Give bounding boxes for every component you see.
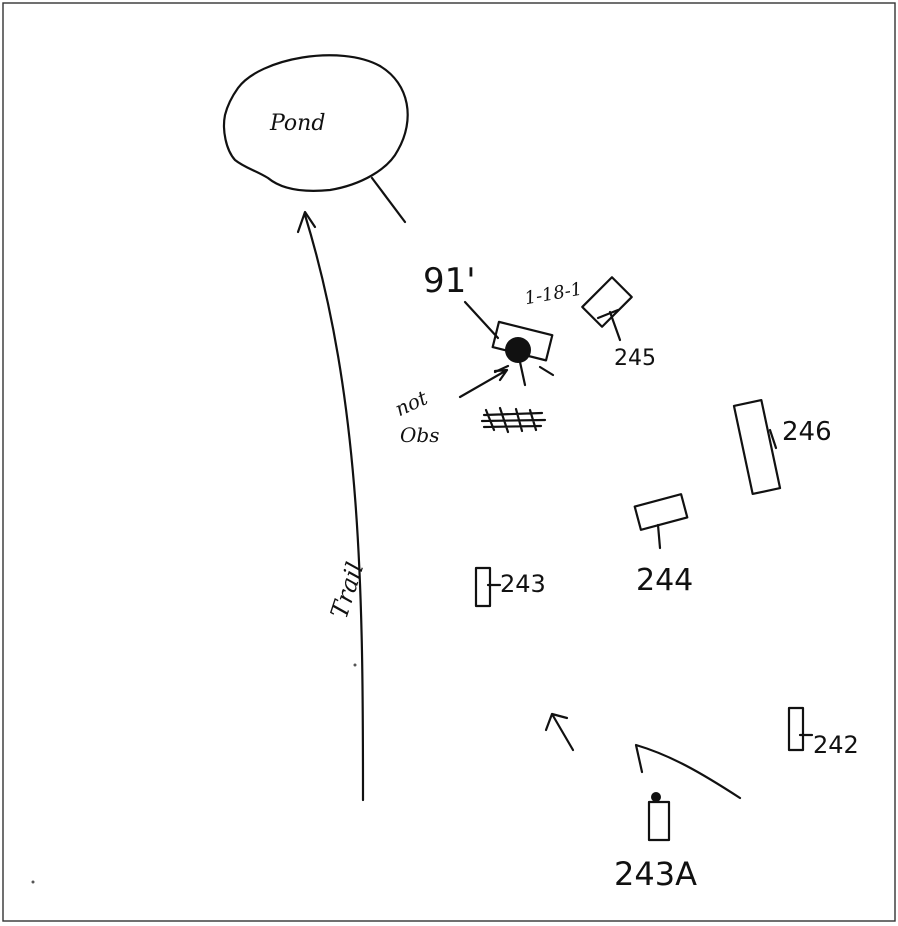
unit-246-tick xyxy=(768,428,778,450)
unit-244-label: 244 xyxy=(636,563,693,598)
pond-connector-line xyxy=(370,176,407,224)
trail-arrowhead xyxy=(296,210,317,234)
stray-mark xyxy=(353,663,357,667)
not-obs-arrow xyxy=(458,368,509,399)
trail-label: Trail xyxy=(325,559,369,622)
lower-arrow-diagonal xyxy=(634,743,742,800)
not-obs-label-line2: Obs xyxy=(400,423,439,447)
unit-245-label: 245 xyxy=(614,346,656,371)
distance-leader-line xyxy=(463,300,500,340)
unit-245-rect xyxy=(581,276,633,328)
stray-mark xyxy=(31,880,35,884)
unit-245-leader xyxy=(608,310,622,342)
unit-243a-dot xyxy=(651,792,661,802)
unit-243a-rect xyxy=(647,800,671,842)
unit-244-leader xyxy=(656,523,662,550)
trail-line xyxy=(303,213,365,802)
unit-246-label: 246 xyxy=(782,417,832,447)
unit-246-rect xyxy=(732,398,782,496)
pond-label: Pond xyxy=(269,111,325,136)
unit-243a-label: 243A xyxy=(614,855,697,893)
lower-arrow-up-left xyxy=(544,712,575,752)
unit-244-rect xyxy=(633,493,689,531)
scribbled-out-text xyxy=(480,406,547,434)
pond-outline xyxy=(222,54,409,192)
not-obs-label-line1: not xyxy=(391,385,432,421)
unit-243-label: 243 xyxy=(500,570,546,598)
date-label: 1-18-1 xyxy=(523,279,584,310)
unit-243-rect xyxy=(474,566,492,608)
unit-242-label: 242 xyxy=(813,731,859,759)
central-unit-marker xyxy=(491,320,555,387)
unit-242-rect xyxy=(787,706,805,752)
distance-label: 91' xyxy=(423,261,476,301)
unit-245-tick xyxy=(596,308,620,320)
